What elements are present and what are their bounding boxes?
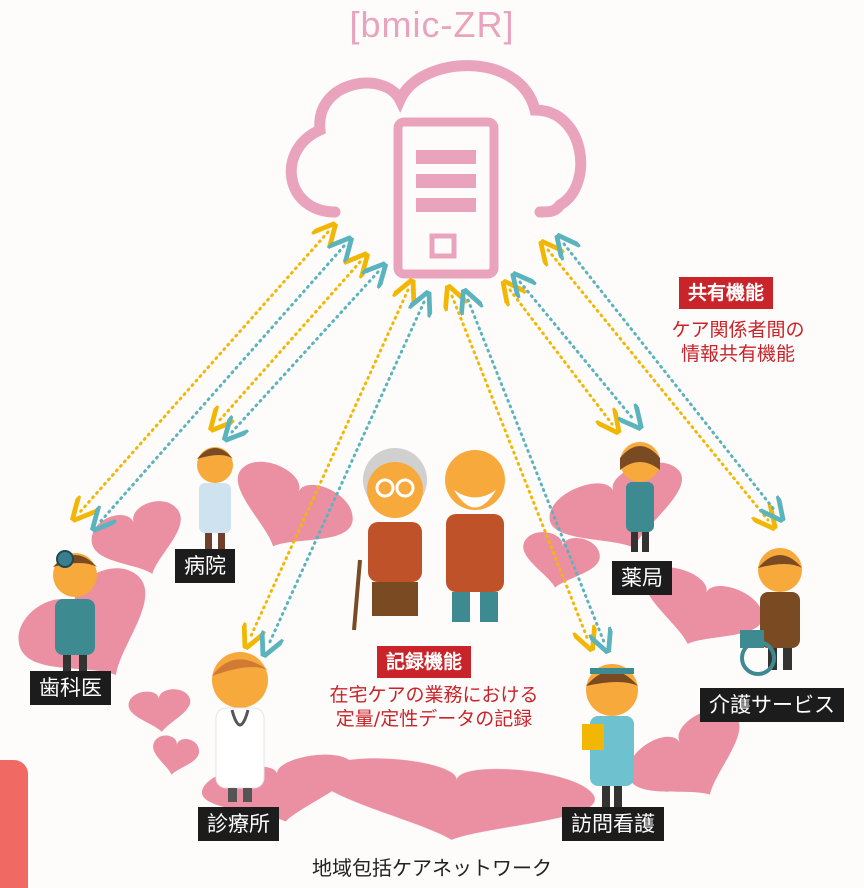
nurse-icon — [582, 664, 638, 810]
node-label-hospital: 病院 — [175, 549, 235, 583]
share-function-desc-line2: 情報共有機能 — [680, 343, 795, 365]
pharmacist-icon — [620, 442, 660, 552]
arrows-teal — [100, 244, 776, 646]
elderly-couple-icon — [352, 448, 505, 631]
record-function-badge: 記録機能 — [377, 646, 472, 678]
node-label-dentist: 歯科医 — [30, 671, 111, 705]
share-function-desc-line1: ケア関係者間の — [671, 319, 805, 341]
node-label-clinic: 診療所 — [198, 807, 279, 841]
diagram-caption: 地域包括ケアネットワーク — [312, 856, 552, 880]
record-function-desc-line2: 定量/定性データの記録 — [335, 708, 533, 730]
dentist-icon — [53, 550, 97, 677]
system-title: [bmic-ZR] — [349, 4, 515, 45]
node-label-pharmacy: 薬局 — [612, 561, 672, 595]
cloud-server-icon — [285, 60, 587, 279]
hospital-staff-icon — [197, 447, 233, 553]
node-label-home-nursing: 訪問看護 — [562, 807, 664, 841]
page-edge-tab — [0, 760, 28, 888]
share-function-badge: 共有機能 — [679, 277, 774, 309]
node-label-care-service: 介護サービス — [700, 688, 844, 722]
record-function-desc-line1: 在宅ケアの業務における — [329, 684, 539, 706]
care-worker-icon — [740, 548, 802, 676]
doctor-icon — [212, 652, 268, 802]
